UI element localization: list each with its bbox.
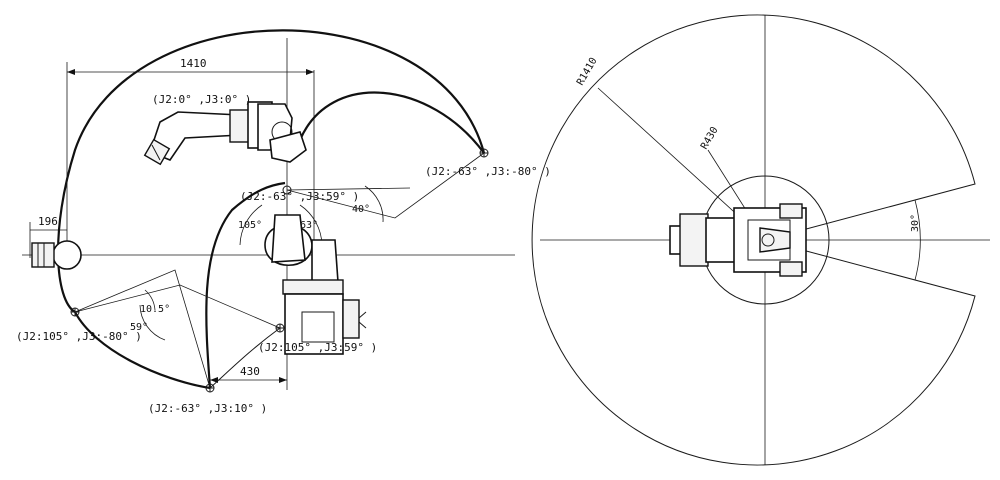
lower-arc — [209, 327, 281, 389]
angle-label-59: 59° — [130, 322, 148, 333]
dimension-1410: 1410 — [66, 57, 314, 250]
excluded-angle-label: 30° — [910, 214, 921, 232]
outer-reach-envelope — [57, 29, 486, 390]
dimension-430-label: 430 — [240, 365, 260, 378]
dimension-196: 196 — [29, 215, 67, 258]
angle-label-10-5: 10.5° — [140, 304, 170, 315]
outer-radius-sector — [531, 14, 976, 466]
pose-marker-mid — [282, 185, 292, 195]
dimension-430: 430 — [210, 365, 287, 383]
pose-line-lower — [74, 284, 281, 329]
inner-lower-envelope — [205, 181, 286, 389]
dimension-196-label: 196 — [38, 215, 58, 228]
pose-label-mid: (J2:-63° ,J3:59° ) — [240, 190, 359, 203]
pose-label-top-right: (J2:-63° ,J3:-80° ) — [425, 165, 551, 178]
pose-line-left — [74, 269, 211, 389]
pose-line-mid — [286, 187, 411, 191]
pose-marker-lower — [275, 323, 285, 333]
pose-label-bottom: (J2:-63° ,J3:10° ) — [148, 402, 267, 415]
angle-label-40: 40° — [352, 204, 370, 215]
excluded-angle-arc — [914, 199, 921, 281]
inner-radius-label: R430 — [699, 125, 721, 151]
robot-arm-home — [143, 101, 307, 166]
angle-label-63: 63° — [300, 220, 318, 231]
pose-marker-left — [70, 307, 80, 317]
pose-line-right — [286, 152, 485, 219]
flange-left — [31, 240, 82, 270]
pose-label-lower: (J2:105° ,J3:59° ) — [258, 341, 377, 354]
angle-label-105: 105° — [238, 220, 262, 231]
angle-arc-59 — [139, 304, 166, 341]
pose-marker-top-right — [479, 148, 489, 158]
pose-marker-bottom — [205, 383, 215, 393]
robot-base — [264, 214, 367, 355]
angle-arc-40 — [364, 185, 384, 223]
angle-arc-105 — [239, 204, 263, 246]
dimension-1410-label: 1410 — [180, 57, 207, 70]
angle-arc-10 — [144, 289, 156, 311]
robot-top-view — [669, 203, 807, 277]
pose-label-home: (J2:0° ,J3:0° ) — [152, 93, 251, 106]
inner-reach-envelope — [298, 91, 485, 154]
side-view: 1410 196 430 — [16, 29, 551, 415]
top-view: R1410 R430 30° — [531, 14, 990, 466]
pose-label-left: (J2:105° ,J3:-80° ) — [16, 330, 142, 343]
